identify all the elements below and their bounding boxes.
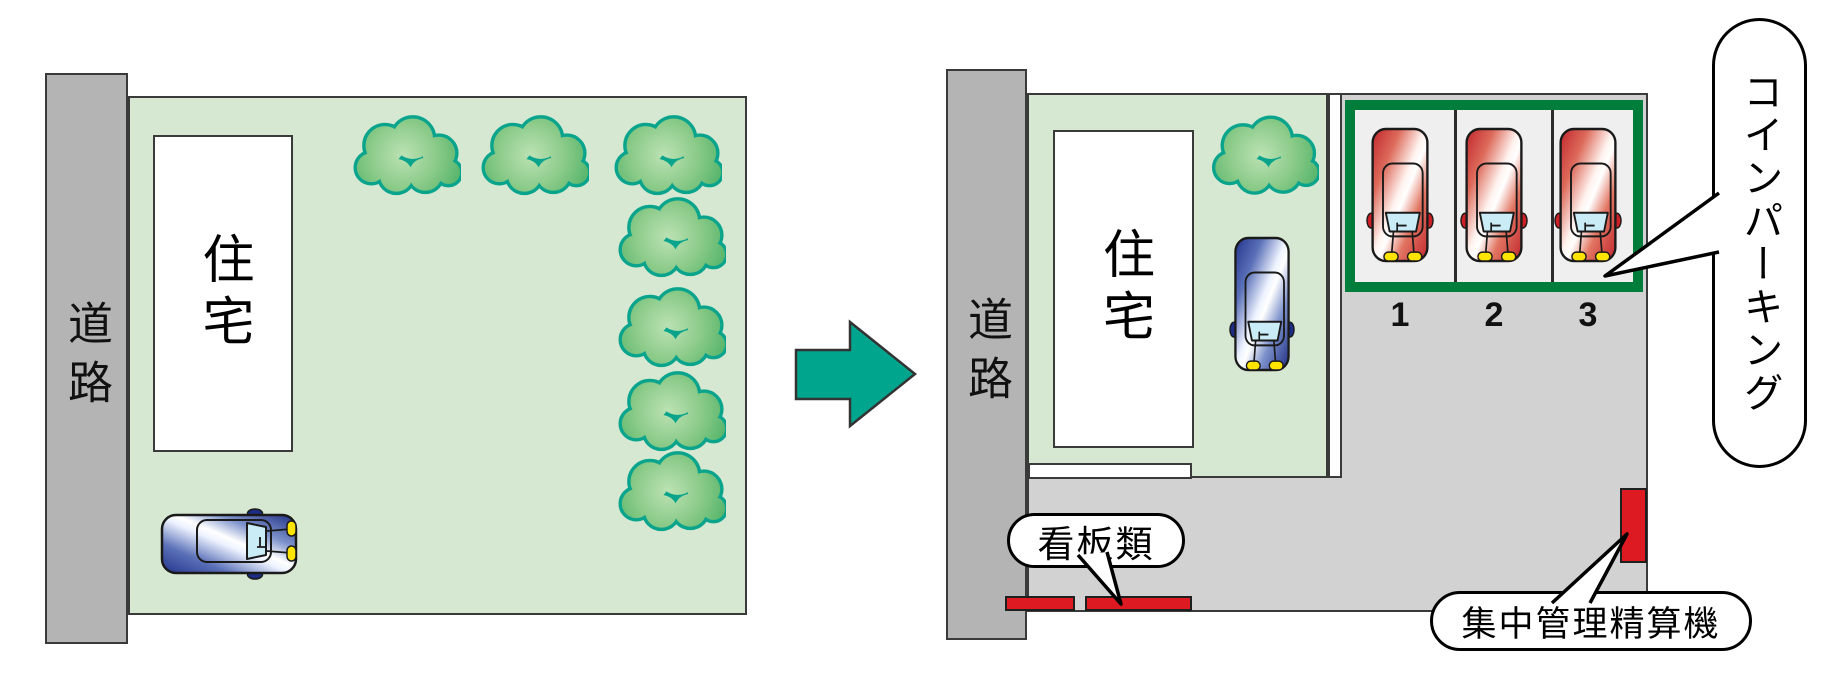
signboard (1085, 596, 1192, 611)
tree-icon (618, 450, 726, 538)
tree-icon (618, 286, 726, 374)
before-road: 道路 (45, 73, 128, 644)
tree-icon (481, 114, 589, 202)
tree-icon (614, 114, 722, 202)
before-house: 住宅 (153, 135, 293, 452)
tree-icon (1211, 115, 1319, 201)
after-house: 住宅 (1053, 130, 1194, 448)
coin-parking-callout: コインパーキング (1712, 18, 1807, 468)
payment-machine-callout: 集中管理精算機 (1430, 591, 1752, 651)
red-car-icon (1366, 126, 1434, 264)
red-car-icon (1554, 126, 1622, 264)
stall-number-3: 3 (1578, 296, 1598, 334)
after-road-label: 道路 (961, 295, 1012, 414)
signboards-callout: 看板類 (1007, 513, 1185, 568)
stall-divider (1454, 110, 1457, 282)
after-garden-wall-vertical (1328, 93, 1342, 478)
tree-icon (618, 196, 726, 284)
coin-parking-callout-label: コインパーキング (1737, 71, 1782, 415)
after-house-label: 住宅 (1094, 227, 1153, 351)
after-road: 道路 (946, 69, 1027, 640)
red-car-icon (1460, 126, 1528, 264)
stall-divider (1551, 110, 1554, 282)
payment-machine-callout-label: 集中管理精算機 (1461, 604, 1721, 644)
after-garden-wall-horizontal (1028, 463, 1192, 479)
payment-machine (1620, 488, 1647, 563)
transition-arrow-icon (794, 319, 918, 429)
signboard (1005, 596, 1075, 611)
stall-number-2: 2 (1484, 296, 1504, 334)
signboards-callout-label: 看板類 (1037, 523, 1155, 565)
tree-icon (353, 114, 461, 202)
blue-car-icon (1229, 235, 1295, 373)
tree-icon (618, 370, 726, 458)
before-road-label: 道路 (61, 299, 112, 418)
before-house-label: 住宅 (194, 231, 252, 356)
blue-car-icon (159, 508, 299, 580)
stall-number-1: 1 (1390, 296, 1410, 334)
